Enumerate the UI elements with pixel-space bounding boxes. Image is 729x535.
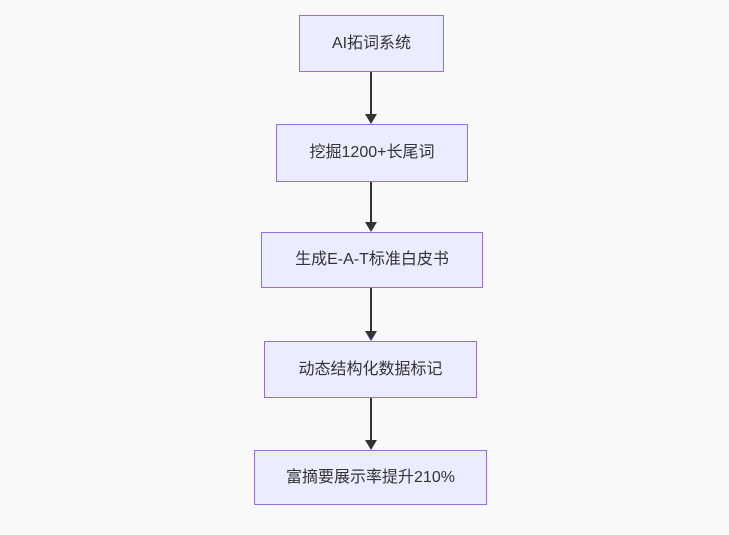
- arrow-line: [370, 72, 372, 114]
- node-label: 生成E-A-T标准白皮书: [295, 251, 449, 269]
- arrow-head-icon: [365, 331, 377, 341]
- node-label: 动态结构化数据标记: [298, 360, 443, 378]
- flowchart-node-ai-word-system: AI拓词系统: [299, 15, 444, 72]
- node-label: AI拓词系统: [331, 34, 412, 52]
- flowchart-node-rich-snippet-rate: 富摘要展示率提升210%: [254, 450, 487, 505]
- flowchart-arrow-2: [365, 182, 377, 232]
- node-label: 富摘要展示率提升210%: [286, 468, 455, 486]
- flowchart-node-eat-whitepaper: 生成E-A-T标准白皮书: [261, 232, 483, 288]
- arrow-line: [370, 398, 372, 440]
- arrow-head-icon: [365, 440, 377, 450]
- flowchart-node-longtail-keywords: 挖掘1200+长尾词: [276, 124, 468, 182]
- arrow-head-icon: [365, 222, 377, 232]
- arrow-line: [370, 288, 372, 331]
- arrow-head-icon: [365, 114, 377, 124]
- flowchart-arrow-1: [365, 72, 377, 124]
- flowchart-arrow-3: [365, 288, 377, 341]
- arrow-line: [370, 182, 372, 222]
- node-label: 挖掘1200+长尾词: [309, 144, 435, 162]
- flowchart-arrow-4: [365, 398, 377, 450]
- flowchart-node-structured-data: 动态结构化数据标记: [264, 341, 477, 398]
